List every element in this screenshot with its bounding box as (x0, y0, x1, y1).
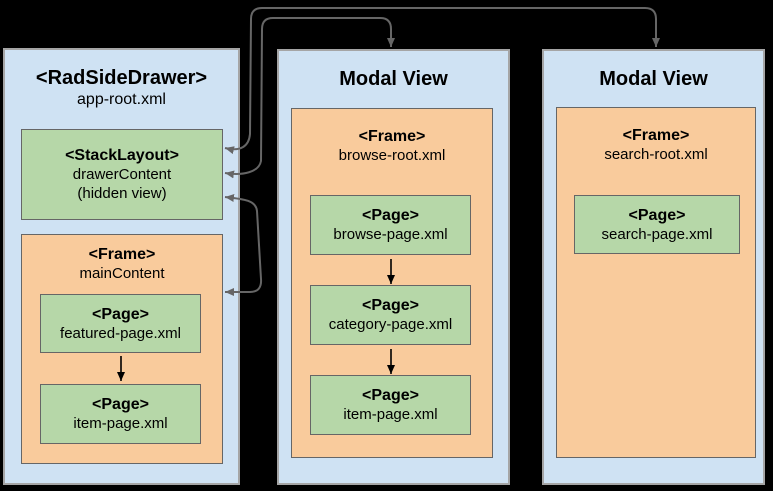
browse-item-page-tag: <Page> (362, 387, 419, 404)
stacklayout-box: <StackLayout> drawerContent (hidden view… (21, 129, 223, 220)
radsidedrawer-file: app-root.xml (77, 91, 166, 108)
browse-modal-title: Modal View (339, 68, 448, 90)
browse-page-file: browse-page.xml (333, 226, 448, 243)
featured-page-tag: <Page> (92, 305, 149, 323)
main-item-page-box: <Page> item-page.xml (40, 384, 201, 444)
search-modal-header: Modal View (544, 51, 763, 91)
browse-item-page-file: item-page.xml (343, 406, 438, 423)
maincontent-frame-box: <Frame> mainContent <Page> featured-page… (21, 234, 223, 464)
browse-root-frame-tag: <Frame> (358, 128, 426, 145)
maincontent-frame-header: <Frame> mainContent (22, 235, 222, 283)
search-modal-title: Modal View (599, 68, 708, 90)
radsidedrawer-panel: <RadSideDrawer> app-root.xml <StackLayou… (3, 48, 240, 485)
search-page-file: search-page.xml (601, 225, 713, 243)
stacklayout-note: (hidden view) (77, 185, 167, 202)
category-page-tag: <Page> (362, 297, 419, 314)
browse-item-page-box: <Page> item-page.xml (310, 375, 471, 435)
browse-modal-header: Modal View (279, 51, 508, 91)
browse-page-box: <Page> browse-page.xml (310, 195, 471, 255)
main-item-page-file: item-page.xml (73, 415, 168, 432)
browse-page-tag: <Page> (362, 207, 419, 224)
radsidedrawer-title: <RadSideDrawer> (35, 67, 208, 89)
featured-page-file: featured-page.xml (60, 324, 181, 342)
stacklayout-name: drawerContent (72, 166, 172, 183)
browse-root-frame-box: <Frame> browse-root.xml <Page> browse-pa… (291, 108, 493, 458)
maincontent-frame-name: mainContent (79, 265, 165, 282)
stacklayout-tag: <StackLayout> (65, 147, 179, 164)
search-root-frame-tag: <Frame> (622, 127, 690, 144)
browse-root-frame-header: <Frame> browse-root.xml (292, 109, 492, 165)
maincontent-frame-tag: <Frame> (88, 246, 156, 263)
search-root-frame-header: <Frame> search-root.xml (557, 108, 755, 164)
browse-modal-panel: Modal View <Frame> browse-root.xml <Page… (277, 49, 510, 485)
search-root-frame-file: search-root.xml (604, 146, 708, 163)
radsidedrawer-header: <RadSideDrawer> app-root.xml (5, 50, 238, 110)
browse-root-frame-file: browse-root.xml (338, 147, 446, 164)
search-root-frame-box: <Frame> search-root.xml <Page> search-pa… (556, 107, 756, 458)
featured-page-box: <Page> featured-page.xml (40, 294, 201, 353)
search-modal-panel: Modal View <Frame> search-root.xml <Page… (542, 49, 765, 485)
category-page-box: <Page> category-page.xml (310, 285, 471, 345)
search-page-tag: <Page> (628, 206, 686, 224)
category-page-file: category-page.xml (328, 316, 453, 333)
main-item-page-tag: <Page> (92, 396, 149, 413)
search-page-box: <Page> search-page.xml (574, 195, 740, 254)
